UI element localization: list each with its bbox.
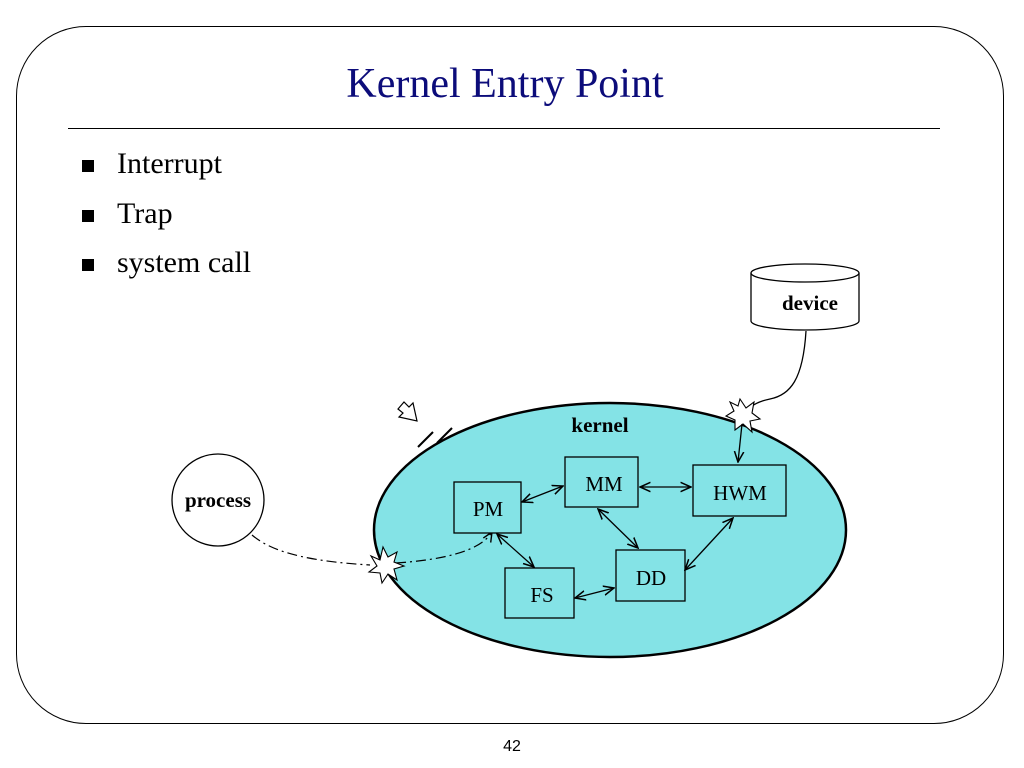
entry-tick-mark: [417, 431, 434, 448]
dd-hwm-arrow: [685, 518, 733, 570]
bullet-square-icon: [82, 210, 94, 222]
slide-title: Kernel Entry Point: [346, 61, 664, 107]
device-label: device: [782, 291, 838, 315]
bullet-text: Trap: [117, 197, 173, 230]
device-to-hwm-arrow: [738, 423, 742, 462]
entry-pointer-arrow-icon: [397, 401, 418, 422]
bullet-square-icon: [82, 259, 94, 271]
mm-module-label: MM: [585, 472, 623, 496]
process-label: process: [185, 488, 251, 512]
kernel-ellipse: [372, 401, 848, 659]
dd-module-label: DD: [636, 566, 666, 590]
slide-frame: [16, 26, 1004, 724]
bullet-square-icon: [82, 160, 94, 172]
syscall-burst-icon: [367, 545, 406, 585]
syscall-path-line: [251, 534, 371, 566]
process-circle: [171, 453, 265, 547]
device-cylinder: [750, 263, 860, 331]
mm-module-box: [564, 456, 639, 508]
fs-dd-arrow: [575, 588, 614, 598]
page-number: 42: [503, 738, 521, 755]
bullet-text: Interrupt: [117, 147, 222, 180]
kernel-label: kernel: [571, 413, 628, 437]
entry-tick-mark: [436, 427, 453, 444]
pm-mm-arrow: [522, 486, 563, 502]
hwm-module-label: HWM: [713, 481, 767, 505]
hwm-module-box: [692, 464, 787, 517]
pm-module-label: PM: [473, 497, 504, 521]
syscall-path-line: [395, 532, 492, 564]
fs-module-box: [504, 567, 575, 619]
fs-module-label: FS: [530, 583, 553, 607]
mm-dd-arrow: [598, 509, 638, 548]
pm-fs-arrow: [497, 534, 534, 567]
dd-module-box: [615, 549, 686, 602]
pm-module-box: [453, 481, 522, 534]
title-divider: [68, 128, 940, 129]
bullet-text: system call: [117, 246, 252, 279]
interrupt-burst-icon: [724, 397, 762, 434]
